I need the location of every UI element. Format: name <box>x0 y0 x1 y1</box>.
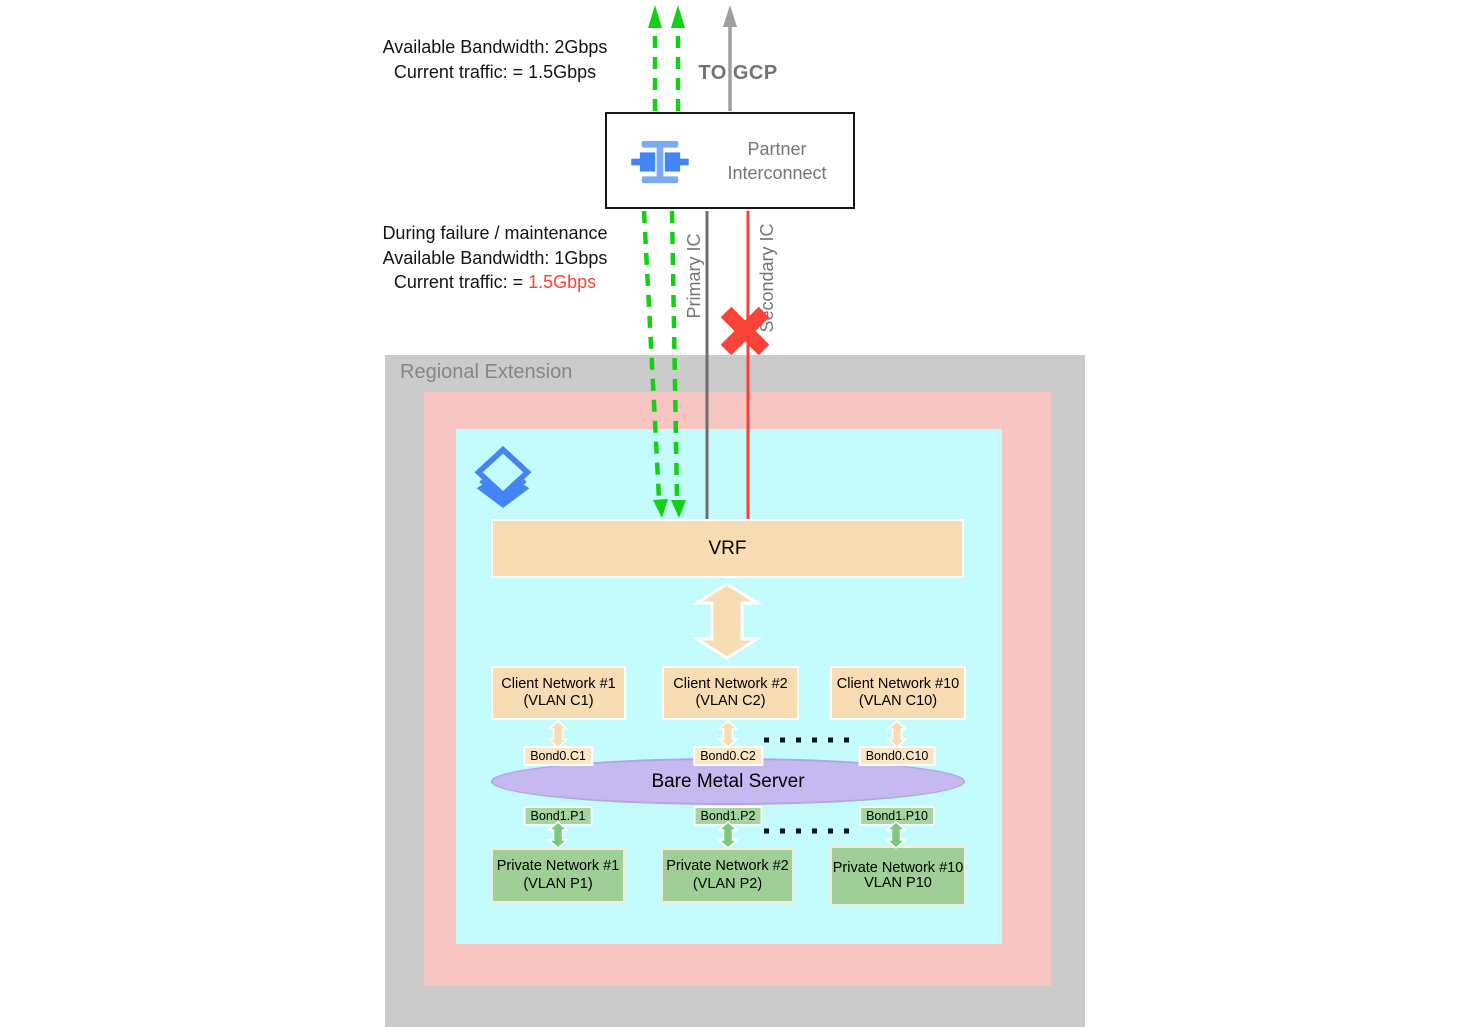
client-network-vlan: (VLAN C10) <box>858 693 938 709</box>
vrf-node[interactable]: VRF <box>491 519 964 578</box>
client-network-name: Client Network #1 <box>501 675 616 692</box>
annotation-line: Available Bandwidth: 2Gbps <box>382 37 608 57</box>
client-network-2-node[interactable]: Client Network #2 (VLAN C2) <box>662 666 799 720</box>
private-network-2-node[interactable]: Private Network #2 (VLAN P2) <box>661 848 794 903</box>
partner-interconnect-label-line: Partner <box>747 139 807 159</box>
bond0-c10-label: Bond0.C10 <box>858 746 936 766</box>
annotation-line: Current traffic: = 1.5Gbps <box>355 270 635 295</box>
private-network-name: Private Network #10 <box>832 859 964 876</box>
bond0-c1-label: Bond0.C1 <box>523 746 593 766</box>
bandwidth-annotation-failure: During failure / maintenance Available B… <box>355 221 635 295</box>
to-gcp-label: TO GCP <box>698 62 778 84</box>
bond0-c2-label: Bond0.C2 <box>693 746 763 766</box>
traffic-arrowhead <box>648 5 662 28</box>
client-network-vlan: (VLAN C1) <box>523 693 594 709</box>
private-network-vlan: VLAN P10 <box>864 875 932 891</box>
client-network-name: Client Network #10 <box>836 675 960 692</box>
secondary-ic-label: Secondary IC <box>757 223 777 333</box>
private-network-name: Private Network #2 <box>666 858 789 874</box>
private-network-vlan: (VLAN P2) <box>692 875 763 892</box>
bond1-p10-label: Bond1.P10 <box>859 806 935 826</box>
client-network-1-node[interactable]: Client Network #1 (VLAN C1) <box>491 666 626 720</box>
regional-extension-container: Regional Extension VRF Client Network #1… <box>385 355 1085 1027</box>
vrf-label: VRF <box>708 537 747 559</box>
annotation-line: Available Bandwidth: 1Gbps <box>382 247 608 268</box>
private-network-vlan: (VLAN P1) <box>523 875 593 892</box>
bare-metal-server-label: Bare Metal Server <box>651 770 805 792</box>
layers-diamond-icon <box>474 446 532 508</box>
client-network-vlan: (VLAN C2) <box>695 693 766 709</box>
private-network-10-node[interactable]: Private Network #10 VLAN P10 <box>830 846 966 906</box>
bandwidth-annotation-normal: Available Bandwidth: 2Gbps Current traff… <box>365 35 625 84</box>
pop-layer: VRF Client Network #1 (VLAN C1) Client N… <box>424 392 1051 986</box>
current-traffic-prefix: Current traffic: = <box>393 272 529 292</box>
primary-ic-label: Primary IC <box>684 233 704 319</box>
partner-interconnect-label-line: Interconnect <box>727 163 827 183</box>
annotation-line: Current traffic: = 1.5Gbps <box>393 61 597 82</box>
current-traffic-overload-value: 1.5Gbps <box>528 272 597 292</box>
annotation-line: During failure / maintenance <box>382 223 608 243</box>
bond1-p1-label: Bond1.P1 <box>523 806 593 826</box>
partner-interconnect-label: Partner Interconnect <box>703 137 851 185</box>
client-network-name: Client Network #2 <box>673 675 788 692</box>
traffic-arrowhead <box>671 5 685 28</box>
network-layer: VRF Client Network #1 (VLAN C1) Client N… <box>456 429 1002 944</box>
traffic-arrows-up <box>652 28 681 111</box>
interconnect-icon <box>631 140 689 184</box>
bond1-p2-label: Bond1.P2 <box>693 806 763 826</box>
private-network-name: Private Network #1 <box>496 858 620 874</box>
to-gcp-arrowhead <box>723 5 737 27</box>
regional-extension-title: Regional Extension <box>400 361 573 383</box>
private-network-1-node[interactable]: Private Network #1 (VLAN P1) <box>491 848 625 903</box>
client-network-10-node[interactable]: Client Network #10 (VLAN C10) <box>830 666 966 720</box>
partner-interconnect-node[interactable]: Partner Interconnect <box>605 112 855 209</box>
